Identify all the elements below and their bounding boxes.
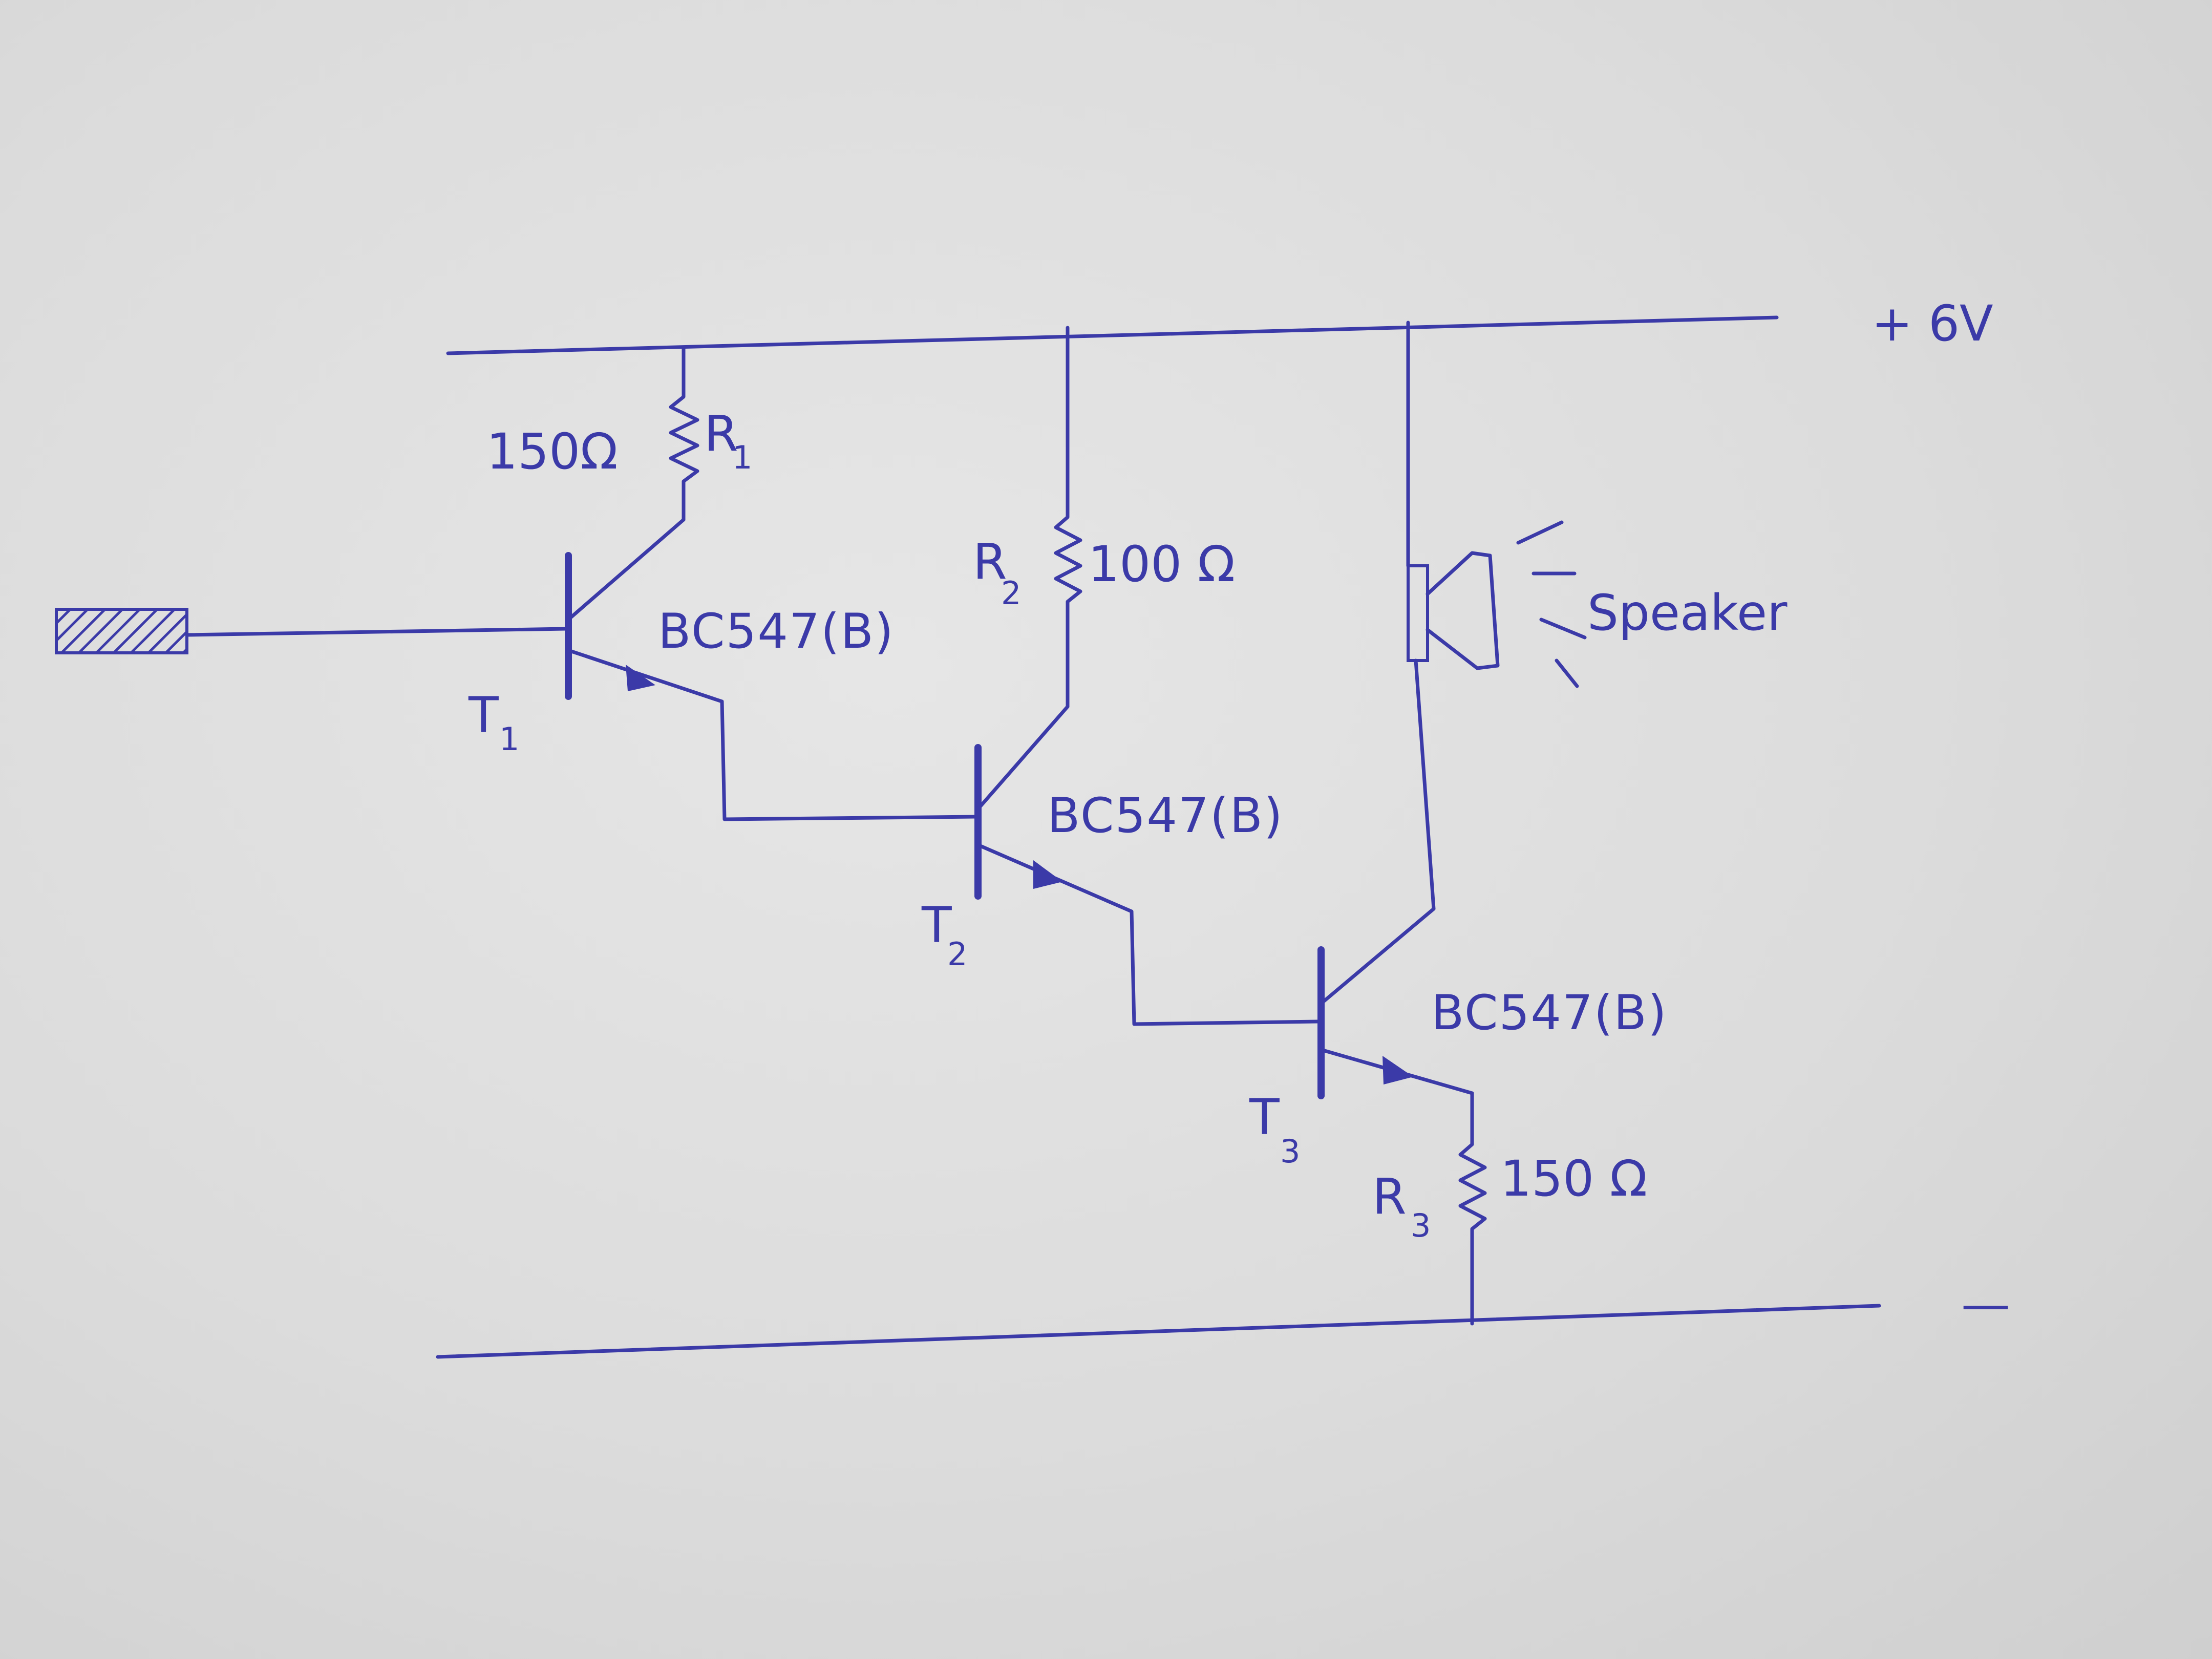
- t1-emitter: [566, 648, 980, 821]
- r1-value: 150Ω: [486, 423, 618, 480]
- supply-positive-label: + 6V: [1871, 295, 1993, 352]
- r3-name: R: [1372, 1168, 1407, 1225]
- t1-name: T: [468, 687, 499, 744]
- supply-negative-label: —: [1961, 1275, 2010, 1333]
- t3-collector: [1319, 907, 1436, 1006]
- t1-collector: [566, 518, 686, 622]
- r3-subscript: 3: [1411, 1207, 1431, 1244]
- t3-emitter-arrow-icon: [1382, 1056, 1413, 1084]
- speaker-icon: [1407, 520, 1587, 688]
- r3-resistor: [1458, 1091, 1487, 1326]
- t2-subscript: 2: [947, 935, 967, 973]
- t2-name: T: [921, 897, 952, 954]
- t2-emitter-arrow-icon: [1033, 860, 1062, 889]
- r3-value: 150 Ω: [1500, 1150, 1647, 1207]
- sensor-plate-icon: [55, 608, 188, 654]
- positive-rail: [446, 315, 1779, 355]
- r2-name: R: [973, 533, 1007, 590]
- t2-part-label: BC547(B): [1047, 788, 1284, 844]
- t3-part-label: BC547(B): [1431, 985, 1668, 1041]
- t1-part-label: BC547(B): [658, 604, 895, 660]
- r1-resistor: [669, 346, 699, 522]
- r1-subscript: 1: [732, 439, 752, 476]
- t3-name: T: [1249, 1089, 1280, 1146]
- t1-subscript: 1: [499, 720, 519, 758]
- r1-name: R: [704, 405, 738, 462]
- r2-value: 100 Ω: [1088, 536, 1235, 593]
- negative-rail: [436, 1304, 1881, 1359]
- speaker-wire-bottom: [1414, 658, 1436, 911]
- speaker-label: Speaker: [1587, 584, 1788, 642]
- t1-emitter-arrow-icon: [626, 665, 655, 691]
- r2-resistor: [1054, 326, 1082, 709]
- r2-subscript: 2: [1001, 575, 1021, 612]
- input-wire: [185, 627, 568, 637]
- t2-collector: [976, 705, 1070, 811]
- t2-emitter: [976, 843, 1321, 1026]
- t3-subscript: 3: [1280, 1133, 1300, 1170]
